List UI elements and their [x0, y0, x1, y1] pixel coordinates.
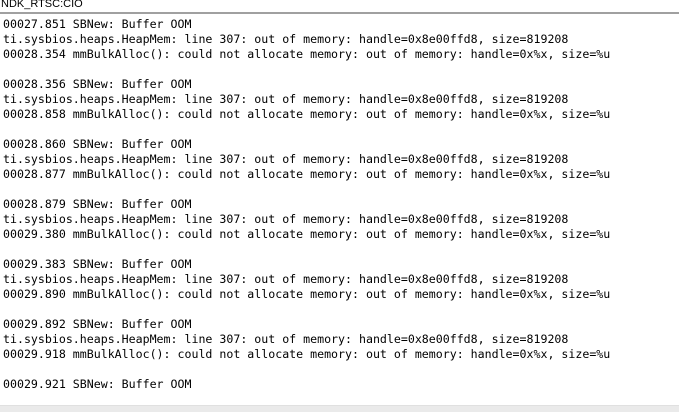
- console-line: ti.sysbios.heaps.HeapMem: line 307: out …: [3, 92, 569, 106]
- console-line: [3, 122, 679, 137]
- horizontal-scrollbar[interactable]: [0, 405, 679, 412]
- console-line: [3, 242, 679, 257]
- console-line: 00029.892 SBNew: Buffer OOM: [3, 317, 192, 331]
- console-line: 00028.354 mmBulkAlloc(): could not alloc…: [3, 47, 611, 61]
- console-line: [3, 62, 679, 77]
- console-line: 00029.380 mmBulkAlloc(): could not alloc…: [3, 227, 611, 241]
- console-line: 00027.851 SBNew: Buffer OOM: [3, 17, 192, 31]
- console-line: 00028.356 SBNew: Buffer OOM: [3, 77, 192, 91]
- console-line: ti.sysbios.heaps.HeapMem: line 307: out …: [3, 332, 569, 346]
- console-title-bar: NDK_RTSC:CIO: [0, 0, 679, 14]
- console-line: 00028.879 SBNew: Buffer OOM: [3, 197, 192, 211]
- console-line: ti.sysbios.heaps.HeapMem: line 307: out …: [3, 272, 569, 286]
- console-line: ti.sysbios.heaps.HeapMem: line 307: out …: [3, 152, 569, 166]
- console-line: ti.sysbios.heaps.HeapMem: line 307: out …: [3, 32, 569, 46]
- console-line: [3, 362, 679, 377]
- console-line: 00028.860 SBNew: Buffer OOM: [3, 137, 192, 151]
- console-line: 00028.877 mmBulkAlloc(): could not alloc…: [3, 167, 611, 181]
- console-line: ti.sysbios.heaps.HeapMem: line 307: out …: [3, 212, 569, 226]
- console-line: 00029.921 SBNew: Buffer OOM: [3, 377, 192, 391]
- console-line: 00029.890 mmBulkAlloc(): could not alloc…: [3, 287, 611, 301]
- console-line: [3, 182, 679, 197]
- console-title: NDK_RTSC:CIO: [1, 0, 83, 10]
- console-line: 00028.858 mmBulkAlloc(): could not alloc…: [3, 107, 611, 121]
- console-line: [3, 302, 679, 317]
- console-line: 00029.383 SBNew: Buffer OOM: [3, 257, 192, 271]
- console-line: 00029.918 mmBulkAlloc(): could not alloc…: [3, 347, 611, 361]
